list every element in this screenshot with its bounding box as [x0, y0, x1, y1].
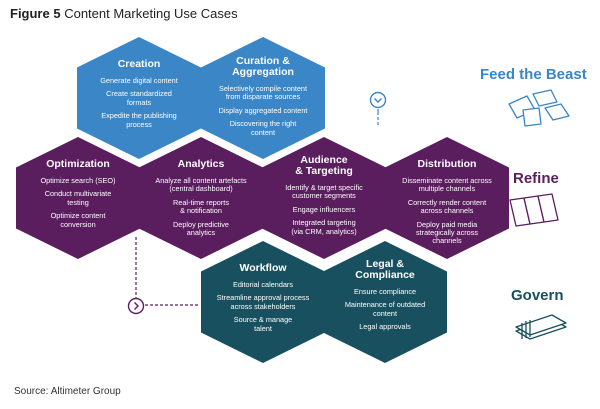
hex-title: Optimization	[46, 158, 110, 170]
hex-item: Deploy paid media strategically across c…	[415, 219, 479, 246]
label-refine: Refine	[513, 170, 559, 187]
hex-legal-compliance: Legal & Compliance Ensure compliance Mai…	[323, 241, 447, 363]
hex-item: Create standardized formats	[106, 89, 172, 107]
hex-item: Integrated targeting (via CRM, analytics…	[291, 218, 357, 236]
hex-item: Expedite the publishing process	[101, 111, 177, 129]
label-govern: Govern	[511, 287, 564, 304]
label-feed-the-beast: Feed the Beast	[480, 66, 587, 83]
hex-item: Correctly render content across channels	[407, 197, 487, 216]
hex-title: Curation & Aggregation	[232, 55, 294, 78]
hex-item: Disseminate content across multiple chan…	[402, 176, 492, 194]
hex-title: Distribution	[417, 158, 477, 170]
hex-item: Selectively compile content from dispara…	[218, 84, 307, 102]
hex-title: Creation	[117, 58, 161, 70]
hex-item: Analyze all content artefacts (central d…	[155, 176, 247, 194]
scattered-pages-icon	[505, 88, 575, 133]
source-note: Source: Altimeter Group	[14, 386, 121, 397]
hex-item: Engage influencers	[292, 204, 356, 214]
hex-item: Display aggregated content	[218, 105, 308, 115]
hex-title: Audience & Targeting	[295, 154, 353, 177]
bound-book-icon	[512, 309, 572, 348]
hex-title: Legal & Compliance	[355, 258, 415, 281]
hex-item: Editorial calendars	[232, 280, 294, 289]
hex-item: Identify & target specific customer segm…	[285, 183, 363, 201]
hex-item: Source & manage talent	[233, 315, 293, 333]
chevron-right-icon	[127, 297, 145, 315]
hex-item: Discovering the right content	[229, 119, 297, 137]
hex-title: Analytics	[177, 158, 225, 170]
hex-workflow: Workflow Editorial calendars Streamline …	[201, 241, 325, 363]
stacked-pages-icon	[508, 192, 568, 233]
hex-item: Conduct multivariate testing	[44, 189, 112, 207]
hex-item: Optimize content conversion	[50, 211, 106, 229]
hex-title: Workflow	[239, 262, 287, 274]
chevron-down-icon	[369, 91, 387, 109]
figure-title: Figure 5 Content Marketing Use Cases	[10, 6, 238, 21]
figure-caption: Content Marketing Use Cases	[64, 6, 238, 21]
hex-item: Real-time reports & notification	[173, 197, 229, 216]
hex-item: Generate digital content	[100, 76, 178, 85]
hex-item: Deploy predictive analytics	[173, 219, 229, 238]
hex-item: Streamline approval process across stake…	[216, 293, 310, 311]
figure-number: Figure 5	[10, 6, 61, 21]
hex-item: Optimize search (SEO)	[40, 176, 116, 185]
hex-item: Maintenance of outdated content	[344, 300, 426, 318]
hex-item: Legal approvals	[359, 322, 411, 332]
hex-item: Ensure compliance	[353, 287, 417, 296]
